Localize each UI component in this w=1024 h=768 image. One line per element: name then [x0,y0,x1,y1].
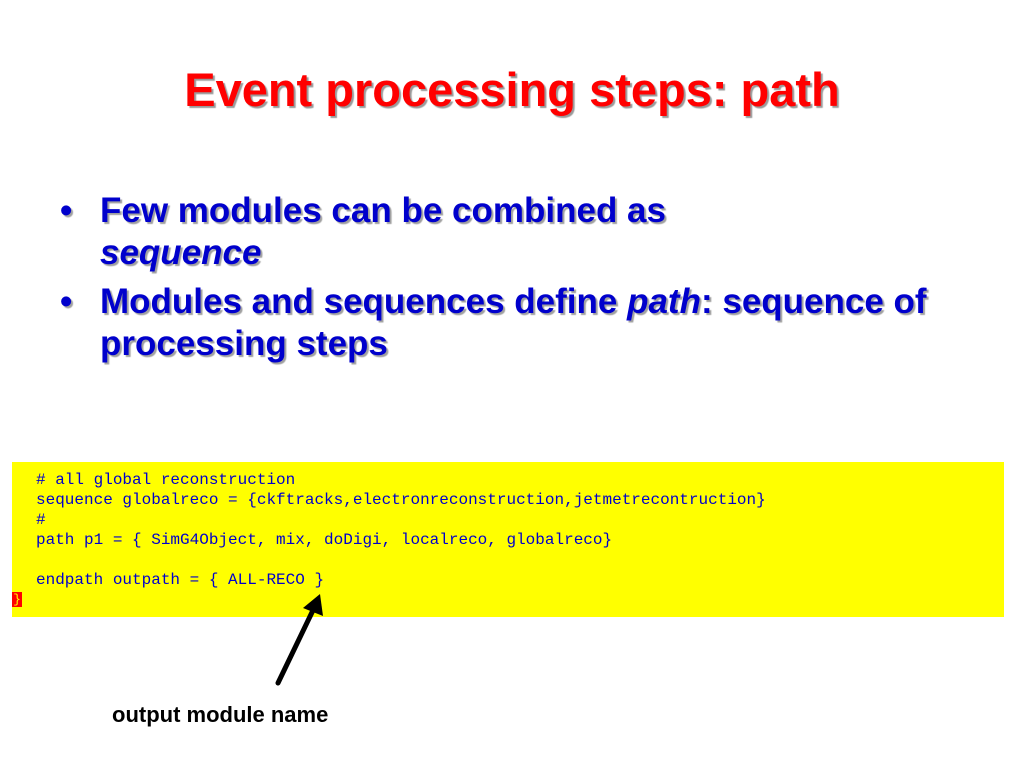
bullet-sequence: • Few modules can be combined as sequenc… [55,190,955,275]
arrow-caption: output module name [112,702,329,727]
bullet-marker: • [60,281,73,321]
bullet-list: • Few modules can be combined as sequenc… [55,190,955,371]
bullet-marker: • [60,191,73,230]
slide-title: Event processing steps: path [184,63,840,116]
code-block: # all global reconstruction sequence glo… [12,462,1004,617]
code-line: # all global reconstruction [36,471,296,489]
bullet-emphasis: path [627,281,701,321]
code-line: # [36,511,46,529]
bullet-text-continued: : sequence of processing steps [100,281,927,364]
bullet-emphasis: sequence [100,233,262,273]
code-line: endpath outpath = { ALL-RECO } [36,571,325,589]
bullet-text: Few modules can be combined as [100,191,666,230]
bullet-path: • Modules and sequences define path: seq… [55,281,955,366]
code-line: sequence globalreco = {ckftracks,electro… [36,491,766,509]
code-line: path p1 = { SimG4Object, mix, doDigi, lo… [36,531,613,549]
bullet-text: Modules and sequences define [100,281,628,321]
closing-brace-marker: } [12,592,22,607]
